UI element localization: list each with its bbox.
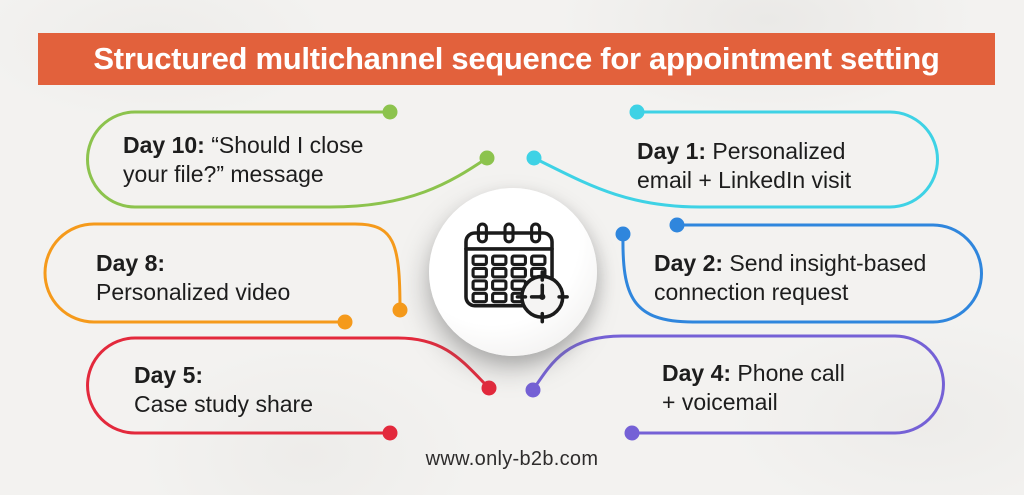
center-badge bbox=[429, 188, 597, 356]
callout-text-line: Day 10: “Should I close bbox=[123, 132, 364, 158]
callout-outline-day8 bbox=[43, 222, 408, 330]
website-url: www.only-b2b.com bbox=[425, 448, 599, 470]
endpoint-dot bbox=[382, 425, 398, 441]
callout-day5-label: Day 5: Case study share bbox=[134, 361, 313, 419]
callout-text-line: Day 2: Send insight-based bbox=[654, 250, 927, 276]
endpoint-dot bbox=[629, 104, 645, 120]
callout-day1-label: Day 1: Personalized email + LinkedIn vis… bbox=[637, 137, 851, 195]
callout-day10-label: Day 10: “Should I close your file?” mess… bbox=[123, 131, 363, 189]
callout-text-line: Personalized video bbox=[96, 279, 291, 305]
endpoint-dot bbox=[382, 104, 398, 120]
callout-outline-day10 bbox=[86, 104, 495, 209]
title-banner: Structured multichannel sequence for app… bbox=[38, 33, 995, 85]
callout-text-line: + voicemail bbox=[662, 389, 778, 415]
endpoint-dot bbox=[526, 150, 542, 166]
callout-text-line: email + LinkedIn visit bbox=[637, 167, 852, 193]
callout-outline-day5 bbox=[86, 336, 497, 441]
callout-text-line: Day 4: Phone call bbox=[662, 360, 845, 386]
callout-day4-label: Day 4: Phone call + voicemail bbox=[662, 359, 845, 417]
endpoint-dot bbox=[481, 380, 497, 396]
callout-text-line: Day 8: bbox=[96, 250, 166, 276]
endpoint-dot bbox=[392, 302, 408, 318]
endpoint-dot bbox=[337, 314, 353, 330]
endpoint-dot bbox=[525, 382, 541, 398]
endpoint-dot bbox=[479, 150, 495, 166]
callout-outline-day2 bbox=[615, 217, 983, 324]
page-title: Structured multichannel sequence for app… bbox=[93, 41, 940, 76]
callout-text-line: your file?” message bbox=[123, 161, 324, 187]
callout-text-line: Day 5: bbox=[134, 362, 204, 388]
calendar-clock-icon bbox=[464, 222, 569, 324]
callout-outline-day4 bbox=[525, 334, 945, 441]
callout-text-line: Case study share bbox=[134, 391, 313, 417]
callout-day2-label: Day 2: Send insight-based connection req… bbox=[654, 249, 926, 307]
callout-outline-day1 bbox=[526, 104, 939, 209]
endpoint-dot bbox=[615, 226, 631, 242]
endpoint-dot bbox=[669, 217, 685, 233]
callout-text-line: connection request bbox=[654, 279, 849, 305]
callout-day8-label: Day 8: Personalized video bbox=[96, 249, 290, 307]
callout-text-line: Day 1: Personalized bbox=[637, 138, 846, 164]
endpoint-dot bbox=[624, 425, 640, 441]
